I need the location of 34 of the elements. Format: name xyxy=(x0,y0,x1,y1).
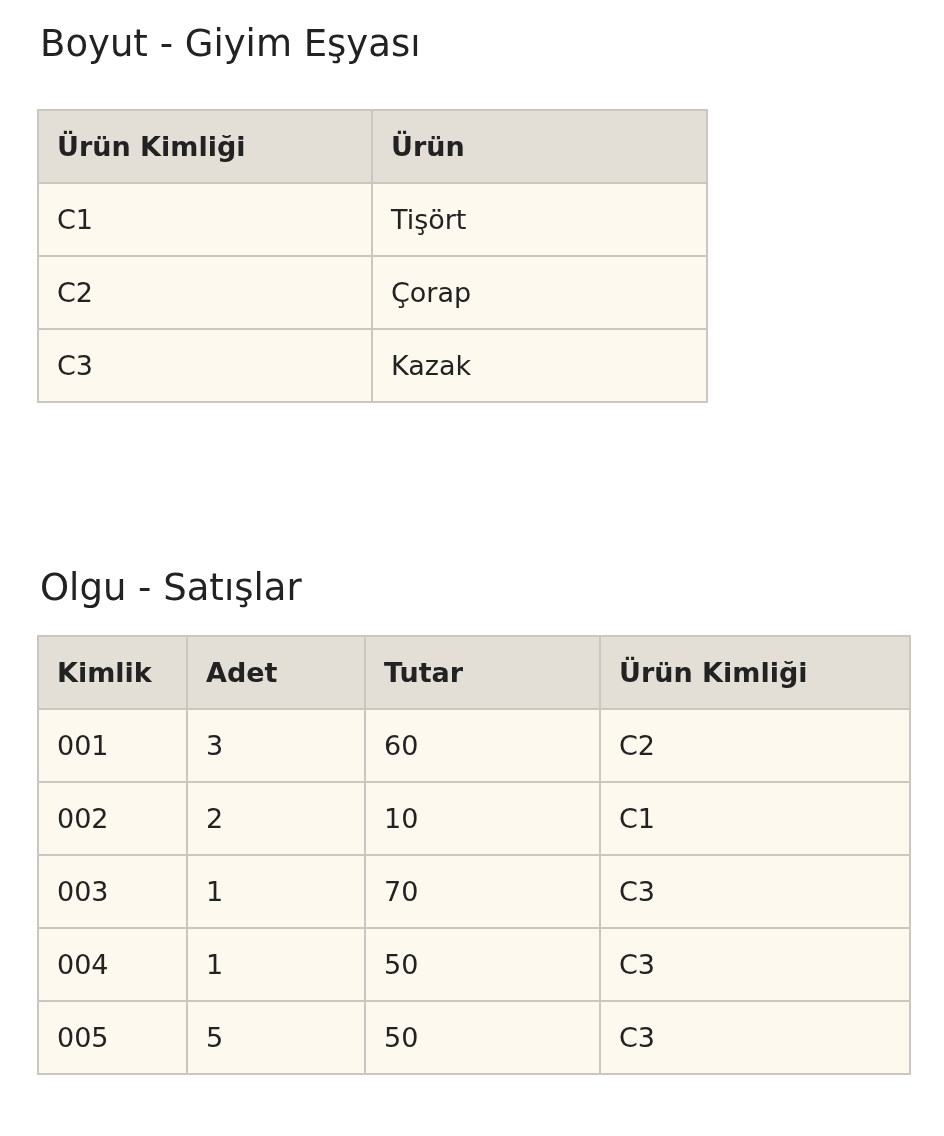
table-cell: 10 xyxy=(365,782,600,855)
column-header: Kimlik xyxy=(38,636,187,709)
table-cell: 50 xyxy=(365,928,600,1001)
column-header: Adet xyxy=(187,636,365,709)
table-title: Olgu - Satışlar xyxy=(40,566,302,609)
table-cell: C1 xyxy=(600,782,910,855)
table-cell: 002 xyxy=(38,782,187,855)
table-cell: 3 xyxy=(187,709,365,782)
table-cell: 70 xyxy=(365,855,600,928)
table-cell: 001 xyxy=(38,709,187,782)
column-header: Ürün xyxy=(372,110,707,183)
table-cell: C3 xyxy=(600,928,910,1001)
table-cell: C1 xyxy=(38,183,372,256)
table-cell: 1 xyxy=(187,928,365,1001)
table-cell: C3 xyxy=(600,855,910,928)
table-cell: C3 xyxy=(600,1001,910,1074)
table-cell: 50 xyxy=(365,1001,600,1074)
column-header: Ürün Kimliği xyxy=(600,636,910,709)
table-cell: Kazak xyxy=(372,329,707,402)
table-title: Boyut - Giyim Eşyası xyxy=(40,22,421,65)
table-cell: C2 xyxy=(600,709,910,782)
table-cell: C3 xyxy=(38,329,372,402)
table-cell: 004 xyxy=(38,928,187,1001)
column-header: Ürün Kimliği xyxy=(38,110,372,183)
column-header: Tutar xyxy=(365,636,600,709)
table-cell: Çorap xyxy=(372,256,707,329)
table-cell: Tişört xyxy=(372,183,707,256)
table-cell: 5 xyxy=(187,1001,365,1074)
table-cell: 003 xyxy=(38,855,187,928)
table-cell: 1 xyxy=(187,855,365,928)
table-cell: 60 xyxy=(365,709,600,782)
table-cell: C2 xyxy=(38,256,372,329)
table-cell: 005 xyxy=(38,1001,187,1074)
table-cell: 2 xyxy=(187,782,365,855)
